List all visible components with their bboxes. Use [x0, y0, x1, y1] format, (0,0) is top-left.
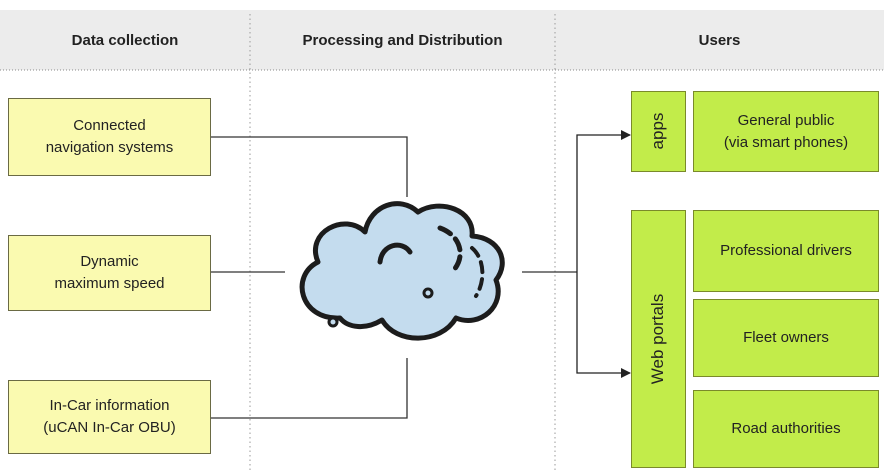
- source-label-line2: (uCAN In-Car OBU): [43, 419, 176, 436]
- connector-navigation: [211, 136, 408, 197]
- user-general-public: General public (via smart phones): [693, 91, 879, 172]
- column-header-data-collection: Data collection: [71, 31, 179, 49]
- column-header-processing: Processing and Distribution: [302, 31, 503, 49]
- source-dynamic-speed: Dynamic maximum speed: [8, 235, 211, 311]
- channel-apps-label: apps: [648, 112, 667, 150]
- arrow-to-web-portals: [576, 272, 631, 378]
- source-label-line2: maximum speed: [54, 275, 165, 292]
- source-connected-navigation: Connected navigation systems: [8, 98, 211, 176]
- user-label-line2: (via smart phones): [723, 133, 849, 151]
- arrow-to-apps: [576, 130, 631, 272]
- source-label-line2: navigation systems: [45, 139, 174, 156]
- column-header-users: Users: [698, 31, 741, 49]
- channel-apps: [631, 91, 686, 172]
- connector-incar: [211, 358, 408, 419]
- source-label-line1: In-Car information: [49, 397, 170, 415]
- channel-web-portals-label: Web portals: [648, 293, 667, 385]
- header-band: [0, 10, 884, 70]
- user-road-authorities: Road authorities: [693, 390, 879, 468]
- cloud-icon: [299, 201, 505, 341]
- user-label-line1: General public: [737, 111, 835, 129]
- source-label-line1: Dynamic: [80, 253, 139, 271]
- source-label-line1: Connected: [73, 117, 146, 135]
- user-fleet-owners: Fleet owners: [693, 299, 879, 377]
- user-professional-drivers: Professional drivers: [693, 210, 879, 292]
- channel-web-portals: [631, 210, 686, 468]
- source-incar-information: In-Car information (uCAN In-Car OBU): [8, 380, 211, 454]
